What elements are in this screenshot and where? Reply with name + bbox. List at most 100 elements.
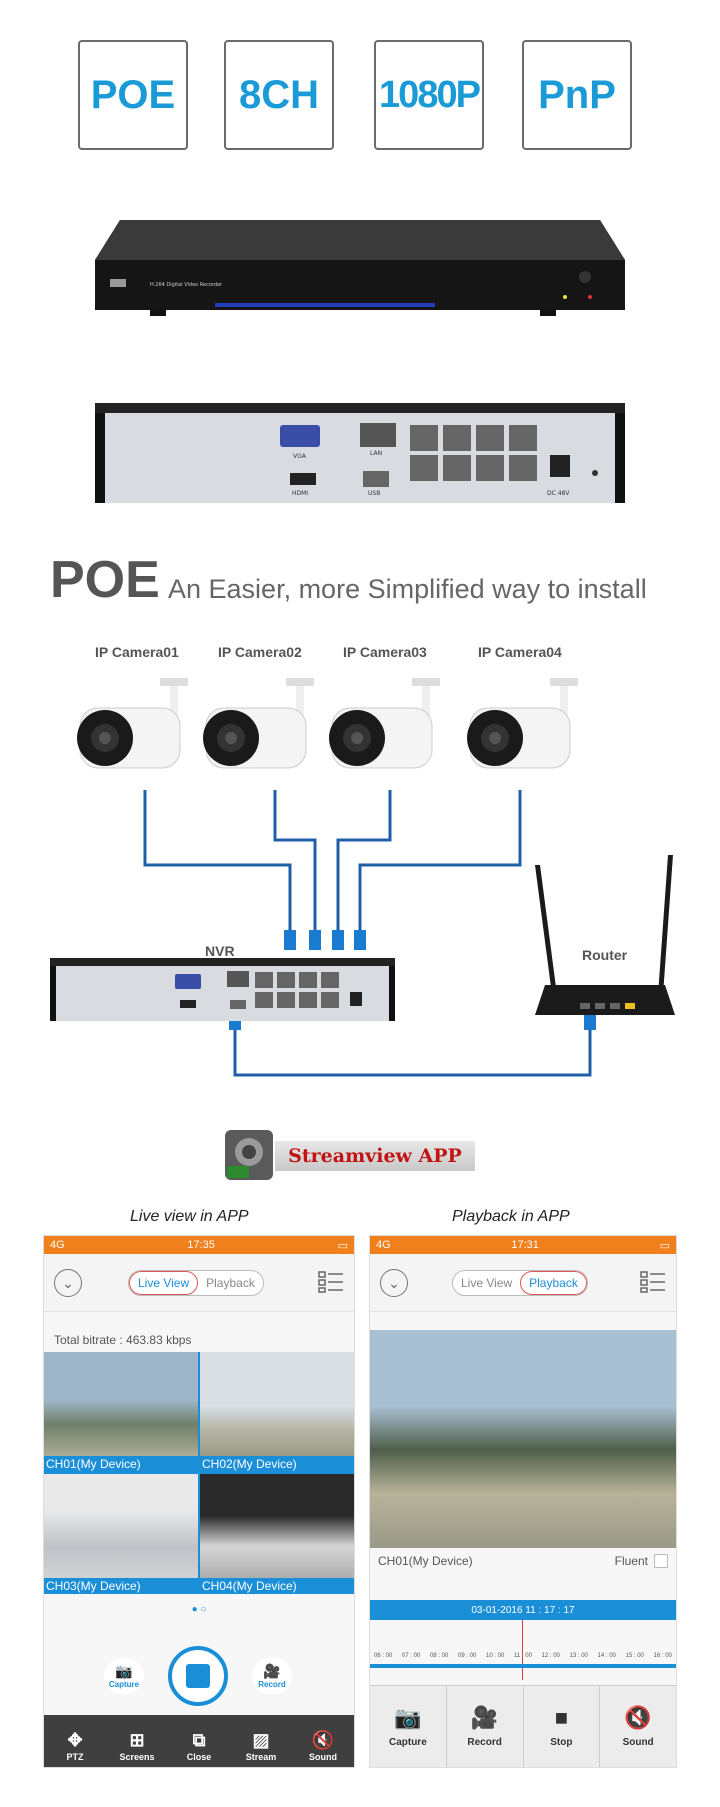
badge-poe: POE: [78, 40, 188, 150]
nvr-diagram-image: [50, 958, 395, 1021]
tab-ptz[interactable]: ✥ PTZ: [44, 1715, 106, 1767]
view-mode-toggle: Live View Playback: [452, 1270, 588, 1296]
stop-icon: [186, 1664, 210, 1688]
top-bar: ⌄ Live View Playback: [370, 1254, 676, 1312]
nvr-back-image: VGA HDMI LAN USB DC 48V: [95, 403, 625, 503]
capture-label: Capture: [108, 1680, 140, 1689]
channel-label: CH01(My Device): [44, 1456, 198, 1472]
tick-label: 12 : 00: [541, 1653, 560, 1659]
tick-label: 16 : 00: [653, 1653, 672, 1659]
stop-icon: ■: [554, 1705, 569, 1730]
tick-label: 07 : 00: [402, 1653, 421, 1659]
sound-off-icon: 🔇: [624, 1705, 652, 1730]
battery-icon: ▭: [659, 1239, 670, 1252]
tab-label: Sound: [309, 1752, 337, 1762]
video-camera-icon: 🎥: [470, 1705, 499, 1730]
playback-info-row: CH01(My Device) Fluent: [370, 1548, 676, 1574]
tab-live-view[interactable]: Live View: [129, 1271, 199, 1295]
playback-tab-bar: 📷Capture 🎥 Record ■Stop 🔇Sound: [370, 1685, 676, 1767]
signal-indicator: 4G: [376, 1239, 391, 1251]
page-indicator: ● ○: [191, 1604, 207, 1615]
channel-tile-1[interactable]: CH01(My Device): [44, 1352, 198, 1472]
fluent-checkbox[interactable]: [654, 1554, 668, 1568]
device-list-icon[interactable]: [640, 1271, 666, 1293]
router-image: [535, 855, 675, 1015]
playback-video[interactable]: [370, 1330, 676, 1548]
tick-label: 10 : 00: [486, 1653, 505, 1659]
svg-text:VGA: VGA: [293, 453, 307, 460]
playback-caption: Playback in APP: [452, 1208, 570, 1225]
chevron-down-icon[interactable]: ⌄: [380, 1269, 408, 1297]
capture-button[interactable]: 📷 Capture: [104, 1658, 144, 1694]
tab-label: Record: [467, 1737, 502, 1748]
ip-camera-3-image: [329, 678, 440, 769]
playback-timestamp: 03-01-2016 11 : 17 : 17: [370, 1600, 676, 1620]
channel-label: CH02(My Device): [200, 1456, 354, 1472]
playback-capture-button[interactable]: 📷Capture: [370, 1686, 447, 1767]
camera-grid: CH01(My Device) CH02(My Device) CH03(My …: [44, 1352, 354, 1594]
tab-playback[interactable]: Playback: [520, 1271, 587, 1295]
tab-screens[interactable]: ⊞Screens: [106, 1715, 168, 1767]
status-time: 17:35: [187, 1239, 215, 1251]
ptz-icon: ✥: [67, 1730, 83, 1750]
tick-label: 15 : 00: [625, 1653, 644, 1659]
tab-playback[interactable]: Playback: [206, 1276, 255, 1290]
camera-label-2: IP Camera02: [218, 644, 302, 660]
status-bar: 4G 17:31 ▭: [370, 1236, 676, 1254]
signal-indicator: 4G: [50, 1239, 65, 1251]
tick-label: 08 : 00: [430, 1653, 449, 1659]
channel-tile-3[interactable]: CH03(My Device): [44, 1474, 198, 1594]
bottom-tab-bar: ✥ PTZ ⊞Screens ⧉Close ▨ Stream 🔇 Sound: [44, 1715, 354, 1767]
record-button[interactable]: 🎥 Record: [252, 1658, 292, 1694]
poe-title: POE: [50, 551, 160, 609]
playback-stop-button[interactable]: ■Stop: [524, 1686, 601, 1767]
channel-tile-2[interactable]: CH02(My Device): [200, 1352, 354, 1472]
badge-8ch: 8CH: [224, 40, 334, 150]
tab-label: Stream: [245, 1752, 277, 1762]
tab-label: Screens: [119, 1752, 155, 1762]
view-mode-toggle: Live View Playback: [128, 1270, 264, 1296]
badge-pnp: PnP: [522, 40, 632, 150]
chevron-down-icon[interactable]: ⌄: [54, 1269, 82, 1297]
badge-1080p: 1080P: [374, 40, 484, 150]
tick-label: 11 : 00: [514, 1653, 532, 1659]
tab-close[interactable]: ⧉Close: [168, 1715, 230, 1767]
video-camera-icon: 🎥: [263, 1663, 281, 1679]
sound-off-icon: 🔇: [311, 1730, 335, 1750]
playback-channel: CH01(My Device): [378, 1554, 473, 1568]
tab-live-view[interactable]: Live View: [461, 1276, 513, 1290]
streamview-app-icon: [225, 1130, 273, 1180]
top-bar: ⌄ Live View Playback: [44, 1254, 354, 1312]
tick-label: 14 : 00: [597, 1653, 616, 1659]
playback-sound-button[interactable]: 🔇Sound: [600, 1686, 676, 1767]
tab-stream[interactable]: ▨ Stream: [230, 1715, 292, 1767]
status-bar: 4G 17:35 ▭: [44, 1236, 354, 1254]
stream-icon: ▨: [252, 1730, 270, 1750]
camera-label-4: IP Camera04: [478, 644, 562, 660]
device-list-icon[interactable]: [318, 1271, 344, 1293]
live-view-caption: Live view in APP: [130, 1208, 249, 1225]
record-label: Record: [258, 1680, 286, 1689]
poe-subtitle: An Easier, more Simplified way to instal…: [168, 574, 647, 604]
tab-label: PTZ: [66, 1752, 84, 1762]
playback-phone: 4G 17:31 ▭ ⌄ Live View Playback CH01(My …: [369, 1235, 677, 1768]
timeline[interactable]: 06 : 00 07 : 00 08 : 00 09 : 00 10 : 00 …: [370, 1620, 676, 1680]
nvr-front-text: H.264 Digital Video Recorder: [150, 282, 223, 288]
status-time: 17:31: [511, 1239, 539, 1251]
stop-live-button[interactable]: [168, 1646, 228, 1706]
camera-icon: 📷: [394, 1705, 422, 1730]
camera-label-1: IP Camera01: [95, 644, 179, 660]
tick-label: 09 : 00: [458, 1653, 477, 1659]
router-label: Router: [582, 947, 628, 963]
tab-sound[interactable]: 🔇 Sound: [292, 1715, 354, 1767]
live-view-phone: 4G 17:35 ▭ ⌄ Live View Playback Total bi…: [43, 1235, 355, 1768]
channel-label: CH04(My Device): [200, 1578, 354, 1594]
nvr-label: NVR: [205, 943, 235, 959]
recording-bar: [370, 1664, 676, 1668]
channel-tile-4[interactable]: CH04(My Device): [200, 1474, 354, 1594]
timeline-ticks: 06 : 00 07 : 00 08 : 00 09 : 00 10 : 00 …: [370, 1653, 676, 1659]
close-icon: ⧉: [192, 1730, 206, 1750]
channel-label: CH03(My Device): [44, 1578, 198, 1594]
playback-record-button[interactable]: 🎥 Record: [447, 1686, 524, 1767]
timeline-cursor[interactable]: [522, 1620, 523, 1680]
